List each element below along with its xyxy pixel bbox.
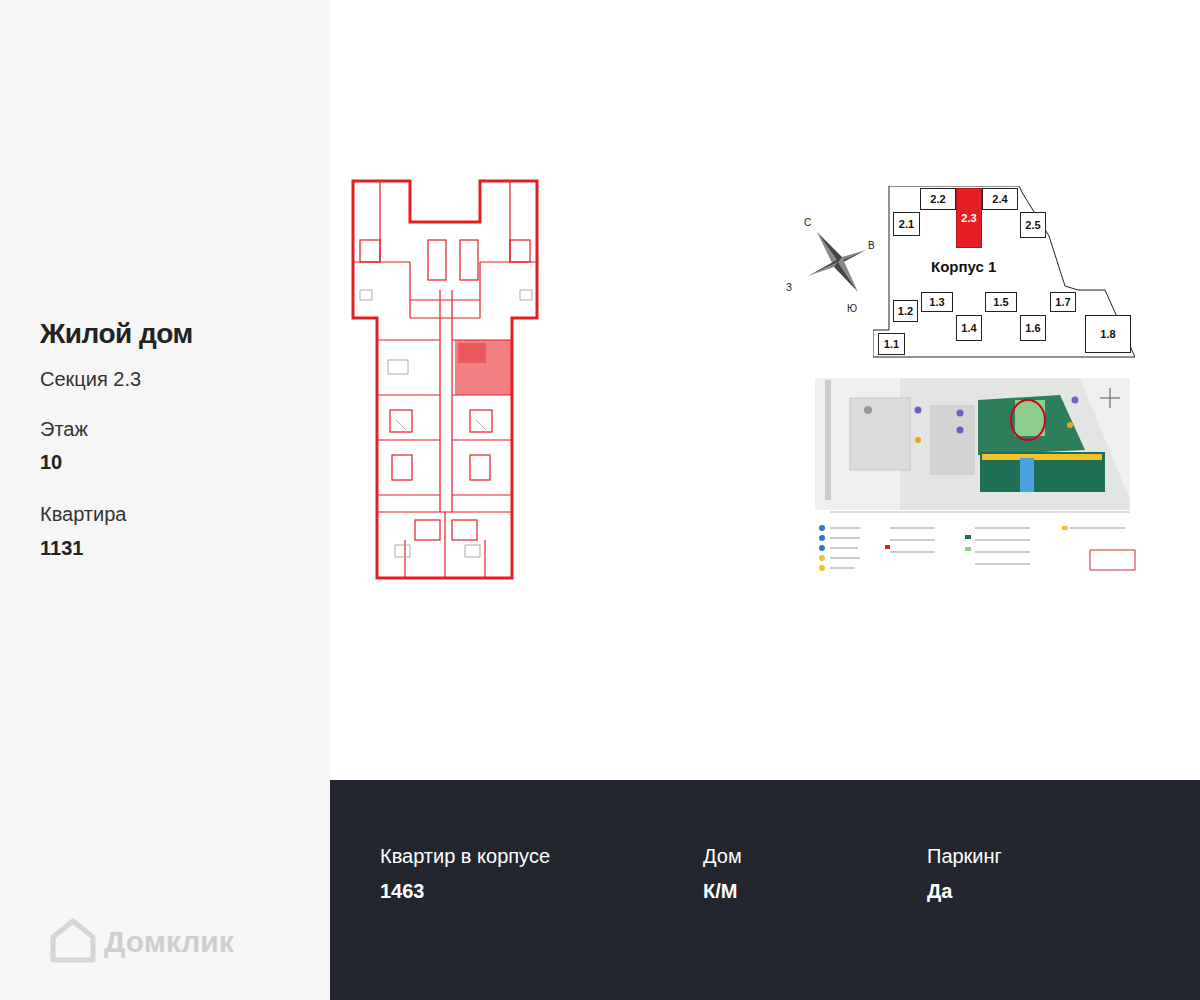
- footer-caption: Дом: [703, 845, 742, 868]
- footer-value: 1463: [380, 880, 425, 903]
- footer-caption: Квартир в корпусе: [380, 845, 550, 868]
- section-number: 2.2: [930, 193, 945, 205]
- compass-letter: В: [868, 240, 875, 251]
- section-box: 1.2: [893, 300, 918, 322]
- compass-letter: З: [786, 282, 792, 293]
- section-box: 1.5: [985, 292, 1017, 312]
- section-box: 1.8: [1085, 315, 1131, 353]
- section-box: 1.6: [1020, 315, 1046, 341]
- footer-bar: [330, 780, 1200, 1000]
- compass-star: [790, 215, 880, 325]
- section-box: 2.2: [920, 188, 956, 210]
- info-caption: Этаж: [40, 418, 88, 441]
- section-number: 1.2: [898, 305, 913, 317]
- info-value: 1131: [40, 537, 83, 560]
- section-number: 1.5: [993, 296, 1008, 308]
- site-plan: [805, 370, 1140, 585]
- compass-letter: Ю: [847, 303, 857, 314]
- info-caption: Квартира: [40, 503, 126, 526]
- info-value: 10: [40, 451, 62, 474]
- footer-value: К/М: [703, 880, 737, 903]
- section-number: 2.4: [992, 193, 1007, 205]
- section-box: 1.3: [921, 292, 953, 312]
- section-number: 1.8: [1100, 328, 1115, 340]
- page-title: Жилой дом: [40, 318, 193, 350]
- section-number: 1.1: [884, 338, 899, 350]
- left-panel: [0, 0, 330, 1000]
- section-number: 1.3: [929, 296, 944, 308]
- section-box: 2.5: [1020, 212, 1046, 238]
- footer-caption: Паркинг: [927, 845, 1002, 868]
- watermark: Домклик: [104, 925, 234, 959]
- section-box: 2.1: [893, 212, 920, 236]
- section-number: 1.6: [1025, 322, 1040, 334]
- section-number: 1.4: [961, 322, 976, 334]
- watermark-icon: [48, 915, 98, 965]
- section-number: 2.1: [899, 218, 914, 230]
- section-box: 1.1: [878, 333, 905, 355]
- floor-plan: [340, 170, 560, 590]
- footer-value: Да: [927, 880, 952, 903]
- section-box: 2.3: [956, 188, 982, 248]
- section-box: 1.4: [956, 315, 982, 341]
- section-box: 1.7: [1050, 292, 1076, 312]
- section-number: 2.3: [961, 212, 976, 224]
- section-number: 2.5: [1025, 219, 1040, 231]
- info-value: Секция 2.3: [40, 368, 141, 391]
- building-outline: Корпус 1 2.2 2.3 2.4 2.1 2.5 1.2 1.3 1.5 1.7 1.4 1.…: [873, 186, 1135, 358]
- section-box: 2.4: [982, 188, 1018, 210]
- section-number: 1.7: [1055, 296, 1070, 308]
- compass-letter: С: [804, 217, 811, 228]
- building-name: Корпус 1: [931, 258, 996, 275]
